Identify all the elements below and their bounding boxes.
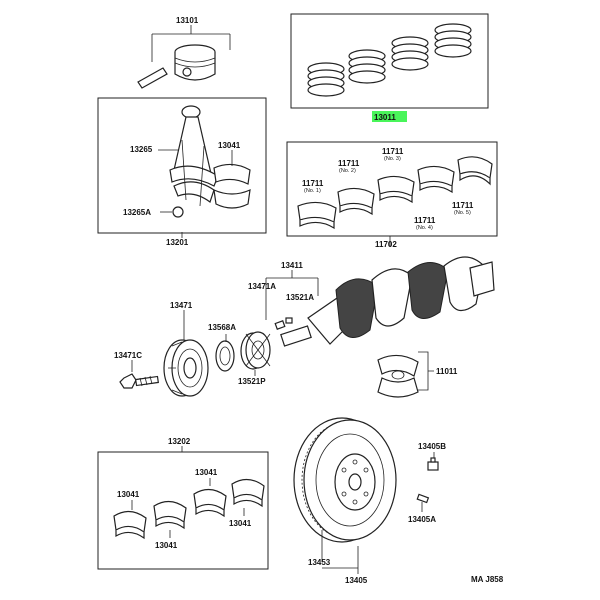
flywheel-pin-icon xyxy=(416,493,430,504)
label-rod-bearing-set-2[interactable]: 13041 xyxy=(117,490,140,499)
label-piston[interactable]: 13101 xyxy=(176,16,199,25)
label-rod-bearing-set-4[interactable]: 13041 xyxy=(229,519,252,528)
label-oil-slinger[interactable]: 13568A xyxy=(208,323,236,332)
label-key-a[interactable]: 13471A xyxy=(248,282,276,291)
label-main-bearing-5[interactable]: 11711 xyxy=(452,201,474,210)
label-rod-bearing-set-1[interactable]: 13041 xyxy=(195,468,218,477)
label-pulley-bolt[interactable]: 13471C xyxy=(114,351,142,360)
pulley-bolt-icon xyxy=(119,373,159,389)
label-rod-bearing[interactable]: 13041 xyxy=(218,141,241,150)
main-bearing-box xyxy=(286,141,498,237)
label-rod-bearing-set[interactable]: 13202 xyxy=(168,437,191,446)
label-crank-pulley[interactable]: 13471 xyxy=(170,301,193,310)
label-key-b[interactable]: 13521A xyxy=(286,293,314,302)
label-thrust-washer[interactable]: 11011 xyxy=(436,367,458,376)
oil-slinger-icon xyxy=(215,340,235,372)
rod-bearing-icon xyxy=(213,163,251,209)
label-timing-gear[interactable]: 13521P xyxy=(238,377,266,386)
label-main-bearing-2[interactable]: 11711 xyxy=(338,159,360,168)
rod-bearing-set-icon xyxy=(113,478,265,540)
label-main-bearing-set[interactable]: 11702 xyxy=(375,240,397,249)
crank-pulley-icon xyxy=(163,339,209,397)
label-ring-gear[interactable]: 13453 xyxy=(308,558,331,567)
flywheel-icon xyxy=(293,417,397,543)
label-no-4: (No. 4) xyxy=(416,225,433,231)
label-no-1: (No. 1) xyxy=(304,188,321,194)
timing-gear-icon xyxy=(240,331,271,370)
thrust-washer-icon xyxy=(377,354,419,398)
label-no-3: (No. 3) xyxy=(384,156,401,162)
piston-ring-box xyxy=(290,13,489,109)
label-main-bearing-3[interactable]: 11711 xyxy=(382,147,404,156)
label-flywheel[interactable]: 13405 xyxy=(345,576,368,585)
crankshaft-icon xyxy=(274,256,495,347)
crankshaft-leader xyxy=(265,270,319,320)
diagram-code: MA J858 xyxy=(471,575,504,584)
label-rod-bolt[interactable]: 13265 xyxy=(130,145,153,154)
label-flywheel-bolt[interactable]: 13405B xyxy=(418,442,446,451)
label-crankshaft[interactable]: 13411 xyxy=(281,261,303,270)
label-piston-ring-set[interactable]: 13011 xyxy=(374,113,396,122)
label-rod-bearing-set-3[interactable]: 13041 xyxy=(155,541,178,550)
piston-icon xyxy=(137,33,231,89)
label-main-bearing-1[interactable]: 11711 xyxy=(302,179,324,188)
rod-bearing-box xyxy=(97,451,269,570)
flywheel-bolt-icon xyxy=(427,457,439,471)
connecting-rod-icon xyxy=(169,105,219,218)
label-no-5: (No. 5) xyxy=(454,210,471,216)
label-conrod-assy[interactable]: 13201 xyxy=(166,238,189,247)
label-no-2: (No. 2) xyxy=(339,168,356,174)
label-rod-nut[interactable]: 13265A xyxy=(123,208,151,217)
main-bearing-icon xyxy=(297,156,493,230)
piston-ring-icon xyxy=(307,23,472,97)
label-main-bearing-4[interactable]: 11711 xyxy=(414,216,436,225)
highlight-marker xyxy=(372,111,407,122)
label-flywheel-pin[interactable]: 13405A xyxy=(408,515,436,524)
